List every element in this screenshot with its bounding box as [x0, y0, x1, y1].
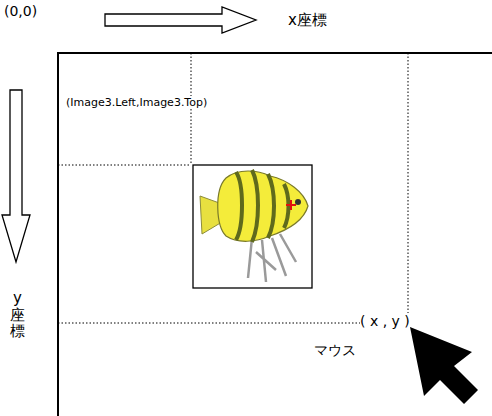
origin-label: (0,0)	[4, 3, 37, 20]
pointer-label: マウス	[314, 342, 356, 359]
axis-label: x座標	[288, 11, 327, 29]
fish-picture	[200, 170, 308, 282]
image-box	[193, 165, 312, 288]
client-frame	[58, 53, 492, 416]
coordinate-label: ( x , y )	[360, 313, 410, 330]
x-axis-arrow	[105, 7, 256, 33]
coordinate-label: (Image3.Left,Image3.Top)	[66, 96, 207, 109]
axis-label: y座標	[10, 290, 25, 340]
mouse-cursor	[410, 327, 478, 404]
y-axis-arrow	[2, 90, 30, 262]
guide-lines	[58, 53, 408, 324]
